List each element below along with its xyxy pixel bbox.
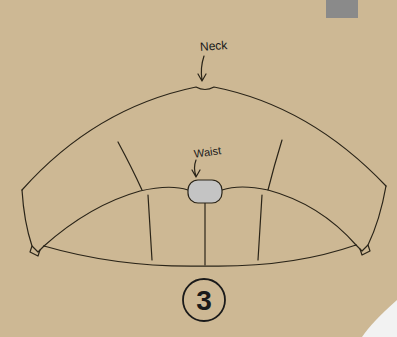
left-corner-mark xyxy=(30,246,40,256)
waist-marker xyxy=(188,180,222,203)
lower-edge xyxy=(44,245,356,266)
part-label: Neck xyxy=(200,39,228,53)
center-seam xyxy=(204,203,205,265)
right-side xyxy=(356,186,386,251)
left-upper-curve xyxy=(44,187,188,246)
neckline-outer-edge xyxy=(22,87,386,190)
callout-number: 3 xyxy=(196,287,212,315)
grey-patch xyxy=(326,0,358,18)
left-dart xyxy=(118,142,142,190)
right-corner-mark xyxy=(360,245,370,255)
paper-curl xyxy=(362,300,397,337)
right-dart xyxy=(268,140,282,190)
left-panel-seam xyxy=(148,195,152,260)
left-side xyxy=(22,190,44,252)
cape-outline xyxy=(22,56,386,266)
number-circle xyxy=(183,279,225,321)
neck-arrow xyxy=(198,56,206,81)
right-upper-curve xyxy=(222,187,356,245)
waist-arrow xyxy=(192,160,200,177)
right-panel-seam xyxy=(258,195,262,260)
